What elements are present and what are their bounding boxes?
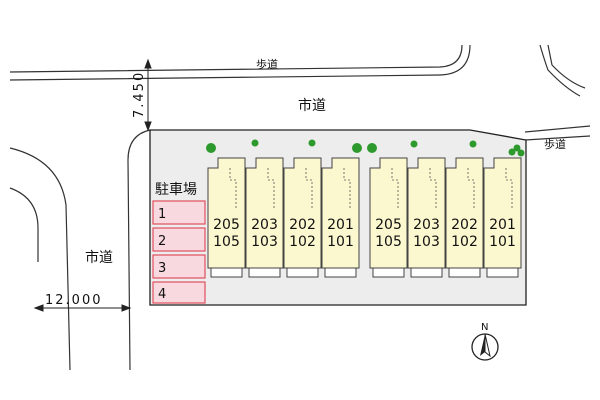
unit-number-lower: 103 xyxy=(413,234,440,250)
parking-space-3 xyxy=(152,254,206,279)
west-road-left-edge xyxy=(9,147,71,371)
city-road-label-top: 市道 xyxy=(298,97,326,114)
unit-number-lower: 102 xyxy=(289,234,316,250)
parking-label: 駐車場 xyxy=(155,181,197,198)
west-road-right-edge xyxy=(127,129,151,371)
parking-space-label: 1 xyxy=(158,207,166,222)
parking-space-1 xyxy=(152,200,206,225)
unit-number-upper: 201 xyxy=(327,217,354,233)
unit-number-upper: 205 xyxy=(213,217,240,233)
parking-space-label: 3 xyxy=(158,261,166,276)
unit-number-lower: 101 xyxy=(489,234,516,250)
ne-curve-upper xyxy=(539,44,581,97)
unit-number-upper: 203 xyxy=(251,217,278,233)
parking-space-label: 2 xyxy=(158,234,166,249)
buildings: 2051052031032021022011012051052031032021… xyxy=(207,157,522,278)
unit-number-upper: 203 xyxy=(413,217,440,233)
unit-number-upper: 202 xyxy=(451,217,478,233)
east-sidewalk-line-1 xyxy=(524,125,591,133)
dimension-top xyxy=(144,58,152,132)
parking-space-2 xyxy=(152,227,206,252)
parking-space-label: 4 xyxy=(158,287,166,302)
road-width-top-label: 7.450 xyxy=(132,71,147,118)
unit-number-lower: 103 xyxy=(251,234,278,250)
dimension-left xyxy=(33,304,132,312)
road-width-left-label: 12.000 xyxy=(45,293,103,308)
parking-area: 1 2 3 4 xyxy=(152,200,206,304)
unit-number-lower: 105 xyxy=(375,234,402,250)
west-road-sidewalk-edge xyxy=(9,187,39,262)
tree xyxy=(469,140,477,148)
east-sidewalk-line-2 xyxy=(524,135,591,141)
ne-curve-lower xyxy=(547,44,586,89)
tree xyxy=(410,140,418,148)
tree xyxy=(352,143,362,153)
sidewalk-label-top: 歩道 xyxy=(256,57,278,71)
north-arrow: N xyxy=(471,322,499,361)
city-road-label-left: 市道 xyxy=(85,249,113,266)
unit-number-upper: 202 xyxy=(289,217,316,233)
parking-space-4 xyxy=(152,281,206,304)
unit-number-upper: 205 xyxy=(375,217,402,233)
north-label: N xyxy=(481,322,488,333)
tree xyxy=(513,144,521,152)
sidewalk-label-right: 歩道 xyxy=(544,137,566,151)
trees xyxy=(206,139,525,157)
tree xyxy=(251,139,259,147)
unit-number-lower: 105 xyxy=(213,234,240,250)
unit-number-upper: 201 xyxy=(489,217,516,233)
unit-number-lower: 102 xyxy=(451,234,478,250)
road-lines xyxy=(9,44,591,371)
sidewalk-line-lower xyxy=(9,44,471,81)
sidewalk-line-upper xyxy=(9,44,463,73)
tree xyxy=(517,149,525,157)
tree xyxy=(308,139,316,147)
unit-number-lower: 101 xyxy=(327,234,354,250)
tree xyxy=(206,143,216,153)
tree xyxy=(508,148,516,156)
tree xyxy=(367,143,377,153)
